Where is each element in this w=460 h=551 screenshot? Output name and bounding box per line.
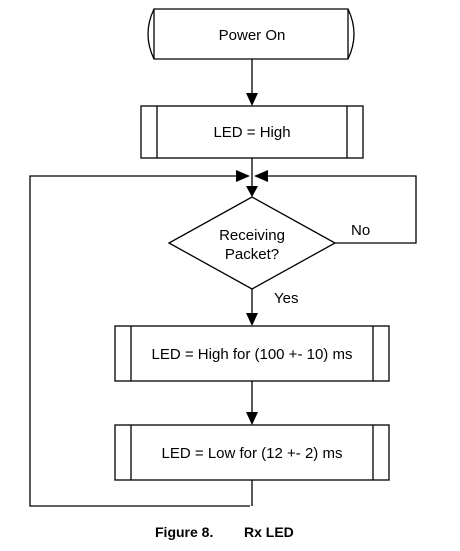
process-led-high: LED = High bbox=[140, 105, 364, 159]
led-high-label: LED = High bbox=[213, 124, 290, 141]
arrow-yes-branch bbox=[246, 289, 258, 326]
decision-label-line1: Receiving bbox=[219, 227, 285, 244]
no-label: No bbox=[351, 222, 370, 239]
arrow-start-to-init bbox=[246, 59, 258, 106]
no-branch-line bbox=[254, 170, 417, 244]
process-box bbox=[140, 105, 364, 159]
power-on-label: Power On bbox=[219, 27, 286, 44]
decision-receiving-packet: Receiving Packet? bbox=[167, 196, 337, 290]
process-led-high-duration: LED = High for (100 +- 10) ms bbox=[114, 325, 390, 382]
caption-title: Rx LED bbox=[244, 524, 294, 540]
arrow-merge-to-decision bbox=[246, 176, 258, 197]
figure-caption: Figure 8. Rx LED bbox=[155, 524, 294, 540]
arrow-high-to-low bbox=[246, 381, 258, 425]
process-box bbox=[114, 325, 390, 382]
caption-figure-number: Figure 8. bbox=[155, 524, 213, 540]
led-high-duration-label: LED = High for (100 +- 10) ms bbox=[152, 346, 353, 363]
loop-back-line bbox=[29, 170, 250, 507]
decision-label-line2: Packet? bbox=[225, 246, 279, 263]
led-low-duration-label: LED = Low for (12 +- 2) ms bbox=[162, 445, 343, 462]
terminator-power-on: Power On bbox=[147, 8, 355, 60]
process-led-low-duration: LED = Low for (12 +- 2) ms bbox=[114, 424, 390, 481]
process-box bbox=[114, 424, 390, 481]
yes-label: Yes bbox=[274, 290, 298, 307]
